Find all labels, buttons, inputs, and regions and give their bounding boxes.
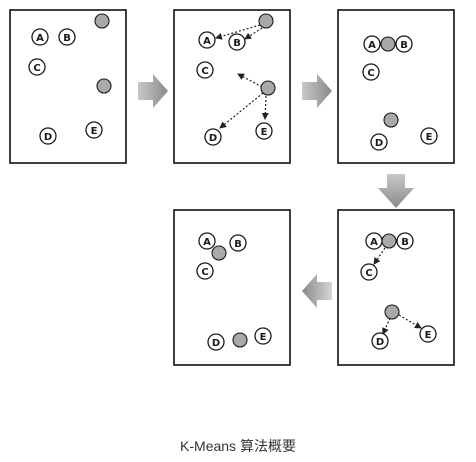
centroid-1	[381, 233, 397, 249]
point-c	[196, 262, 214, 280]
point-e	[254, 327, 272, 345]
panel-5	[173, 209, 291, 366]
flow-arrow-right-1	[138, 74, 168, 108]
centroid-1	[258, 13, 274, 29]
point-b	[396, 232, 414, 250]
point-d	[204, 128, 222, 146]
label-c: C	[365, 268, 372, 279]
point-b	[228, 33, 246, 51]
label-d: D	[212, 338, 220, 349]
label-a: A	[370, 237, 378, 248]
point-b	[58, 28, 76, 46]
point-d	[371, 332, 389, 350]
label-b: B	[63, 33, 71, 44]
label-b: B	[234, 239, 242, 250]
panel-4-content: A B C D E	[360, 232, 437, 350]
assign-arrow-b	[244, 27, 263, 40]
point-a	[363, 35, 381, 53]
centroid-1	[211, 245, 227, 261]
flow-arrow-down	[378, 174, 414, 208]
centroid-2	[383, 112, 399, 128]
panel-4	[337, 209, 455, 366]
label-a: A	[203, 36, 211, 47]
label-d: D	[209, 133, 217, 144]
panel-2-content: A B C D E	[196, 13, 276, 146]
label-e: E	[426, 132, 433, 143]
figure-caption: K-Means 算法概要	[180, 438, 296, 454]
kmeans-diagram: A B C D E A B C D E A B C D E	[9, 9, 455, 366]
flow-arrow-left	[302, 274, 332, 308]
label-d: D	[375, 138, 383, 149]
label-c: C	[201, 66, 208, 77]
point-d	[39, 127, 57, 145]
point-d	[370, 133, 388, 151]
label-d: D	[44, 132, 52, 143]
centroid-2	[96, 78, 112, 94]
point-e	[255, 122, 273, 140]
assign-arrow-c	[373, 247, 386, 265]
panel-1-content: A B C D E	[28, 13, 112, 145]
panel-3-content: A B C D E	[362, 35, 438, 151]
panel-5-content: A B C D E	[196, 232, 272, 351]
point-b	[229, 234, 247, 252]
centroid-2	[260, 80, 276, 96]
label-c: C	[33, 63, 40, 74]
flow-arrow-right-2	[302, 74, 332, 108]
label-e: E	[261, 127, 268, 138]
centroid-2	[232, 332, 248, 348]
centroid-2	[384, 304, 400, 320]
assign-arrow-d	[382, 317, 391, 335]
label-a: A	[368, 40, 376, 51]
centroid-1	[94, 13, 110, 29]
label-b: B	[401, 237, 409, 248]
label-e: E	[91, 126, 98, 137]
point-b	[395, 35, 413, 53]
label-e: E	[260, 332, 267, 343]
label-e: E	[425, 330, 432, 341]
label-a: A	[203, 237, 211, 248]
assign-arrow-e	[398, 314, 422, 329]
point-c	[196, 61, 214, 79]
assign-arrow-d	[219, 92, 264, 129]
point-e	[85, 121, 103, 139]
label-c: C	[201, 267, 208, 278]
point-c	[360, 263, 378, 281]
point-d	[207, 333, 225, 351]
point-c	[362, 63, 380, 81]
point-a	[198, 232, 216, 250]
point-c	[28, 58, 46, 76]
point-a	[198, 31, 216, 49]
label-d: D	[376, 337, 384, 348]
label-b: B	[400, 40, 408, 51]
centroid-1	[380, 36, 396, 52]
point-a	[31, 28, 49, 46]
point-e	[420, 127, 438, 145]
label-c: C	[367, 68, 374, 79]
label-b: B	[233, 38, 241, 49]
assign-arrow-c	[237, 73, 263, 88]
point-e	[419, 325, 437, 343]
label-a: A	[36, 33, 44, 44]
